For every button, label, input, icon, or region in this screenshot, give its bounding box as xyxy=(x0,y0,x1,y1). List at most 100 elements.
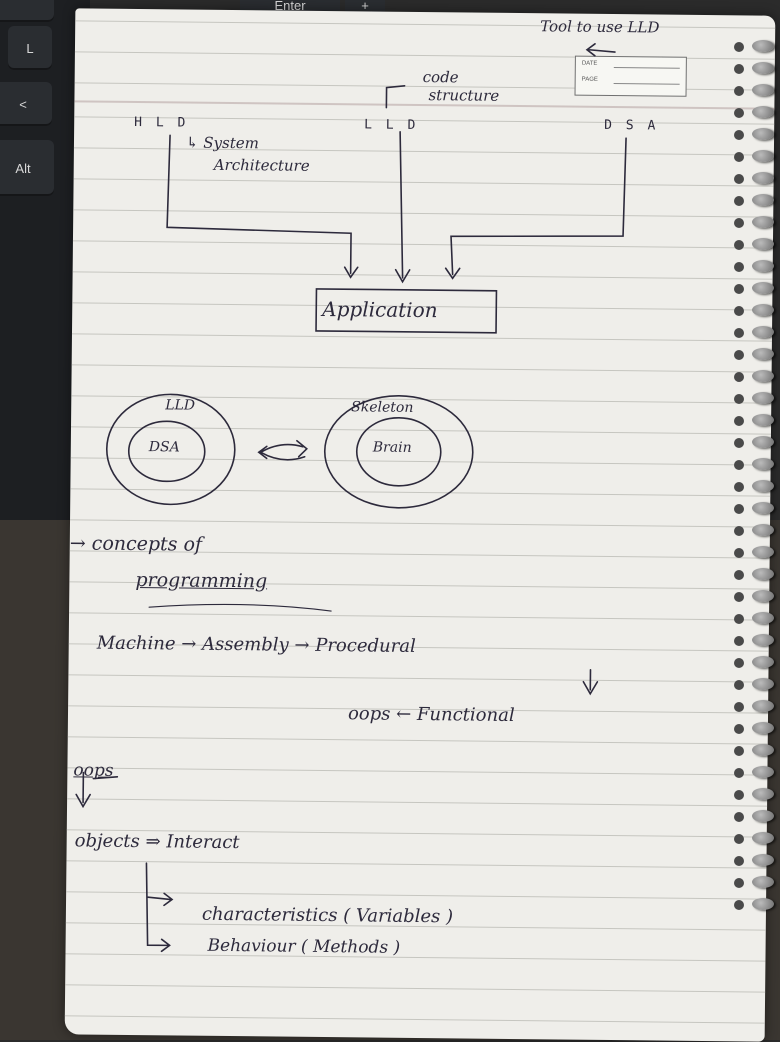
binding-hole xyxy=(734,812,744,822)
right-outer-circle xyxy=(323,394,474,509)
binding-hole xyxy=(734,834,744,844)
binding-hole xyxy=(734,746,744,756)
note-evolution: Machine → Assembly → Procedural xyxy=(96,632,416,657)
binding-hole xyxy=(734,460,744,470)
note-oops: oops xyxy=(73,760,114,781)
binding-hole xyxy=(734,658,744,668)
note-concepts: → concepts of xyxy=(69,532,203,556)
binding-hole xyxy=(734,680,744,690)
exchange-arrow xyxy=(257,439,308,461)
binding-ring xyxy=(752,722,774,734)
binding-hole xyxy=(734,218,744,228)
binding-ring xyxy=(752,744,774,756)
binding-ring xyxy=(752,128,774,140)
note-programming: programming xyxy=(135,569,268,593)
dsa-arrow xyxy=(444,137,627,280)
binding-hole xyxy=(734,526,744,536)
binding-hole xyxy=(734,86,744,96)
binding-ring xyxy=(752,876,774,888)
binding-hole xyxy=(734,548,744,558)
binding-hole xyxy=(734,592,744,602)
binding-ring xyxy=(752,348,774,360)
binding-hole xyxy=(734,504,744,514)
binding-hole xyxy=(734,152,744,162)
note-left-inner: DSA xyxy=(148,439,180,456)
notebook-page: Tool to use LLD DATE PAGE code structure… xyxy=(64,8,776,1042)
binding-ring xyxy=(752,260,774,272)
left-outer-circle xyxy=(105,393,236,506)
binding-ring xyxy=(752,326,774,338)
binding-ring xyxy=(752,304,774,316)
binding-hole xyxy=(734,614,744,624)
binding-ring xyxy=(752,634,774,646)
note-left-outer: LLD xyxy=(165,397,196,414)
key xyxy=(0,0,54,22)
binding-ring xyxy=(752,172,774,184)
binding-hole xyxy=(734,790,744,800)
branch-tree xyxy=(145,862,174,953)
key-l: L xyxy=(8,26,52,70)
key-less-than: < xyxy=(0,82,52,126)
binding-ring xyxy=(752,788,774,800)
binding-ring xyxy=(752,414,774,426)
binding-ring xyxy=(752,854,774,866)
binding-ring xyxy=(752,810,774,822)
binding-hole xyxy=(734,570,744,580)
code-pointer xyxy=(385,85,406,109)
binding-ring xyxy=(752,194,774,206)
binding-ring xyxy=(752,282,774,294)
note-right-outer: Skeleton xyxy=(351,399,414,416)
binding-hole xyxy=(734,240,744,250)
procedural-arrow xyxy=(582,668,599,696)
note-behaviour: Behaviour ( Methods ) xyxy=(207,935,401,958)
underline xyxy=(148,603,332,612)
binding-hole xyxy=(734,900,744,910)
binding-hole xyxy=(734,482,744,492)
binding-hole xyxy=(734,394,744,404)
binding-hole xyxy=(734,262,744,272)
left-inner-circle xyxy=(127,420,206,483)
note-characteristics: characteristics ( Variables ) xyxy=(201,903,454,928)
binding-ring xyxy=(752,524,774,536)
binding-ring xyxy=(752,436,774,448)
spiral-binding xyxy=(730,40,780,940)
binding-hole xyxy=(734,768,744,778)
binding-hole xyxy=(734,328,744,338)
note-right-inner: Brain xyxy=(372,439,412,456)
binding-ring xyxy=(752,238,774,250)
binding-ring xyxy=(752,546,774,558)
binding-ring xyxy=(752,62,774,74)
binding-ring xyxy=(752,678,774,690)
note-functional: oops ← Functional xyxy=(347,703,515,727)
binding-ring xyxy=(752,480,774,492)
binding-ring xyxy=(752,458,774,470)
binding-hole xyxy=(734,108,744,118)
binding-hole xyxy=(734,350,744,360)
binding-hole xyxy=(734,724,744,734)
binding-hole xyxy=(734,416,744,426)
binding-ring xyxy=(752,502,774,514)
right-inner-circle xyxy=(355,416,442,487)
binding-hole xyxy=(734,856,744,866)
binding-ring xyxy=(752,898,774,910)
key-alt: Alt xyxy=(0,140,54,196)
binding-hole xyxy=(734,878,744,888)
binding-ring xyxy=(752,370,774,382)
binding-ring xyxy=(752,656,774,668)
binding-ring xyxy=(752,612,774,624)
binding-hole xyxy=(734,130,744,140)
binding-ring xyxy=(752,766,774,778)
binding-hole xyxy=(734,174,744,184)
binding-ring xyxy=(752,40,774,52)
binding-hole xyxy=(734,372,744,382)
note-objects: objects ⇒ Interact xyxy=(74,830,240,854)
binding-ring xyxy=(752,832,774,844)
oops-arrow xyxy=(75,771,119,809)
binding-ring xyxy=(752,392,774,404)
binding-hole xyxy=(734,306,744,316)
binding-ring xyxy=(752,700,774,712)
hld-arrow xyxy=(166,134,359,279)
binding-hole xyxy=(734,64,744,74)
binding-hole xyxy=(734,438,744,448)
binding-ring xyxy=(752,106,774,118)
